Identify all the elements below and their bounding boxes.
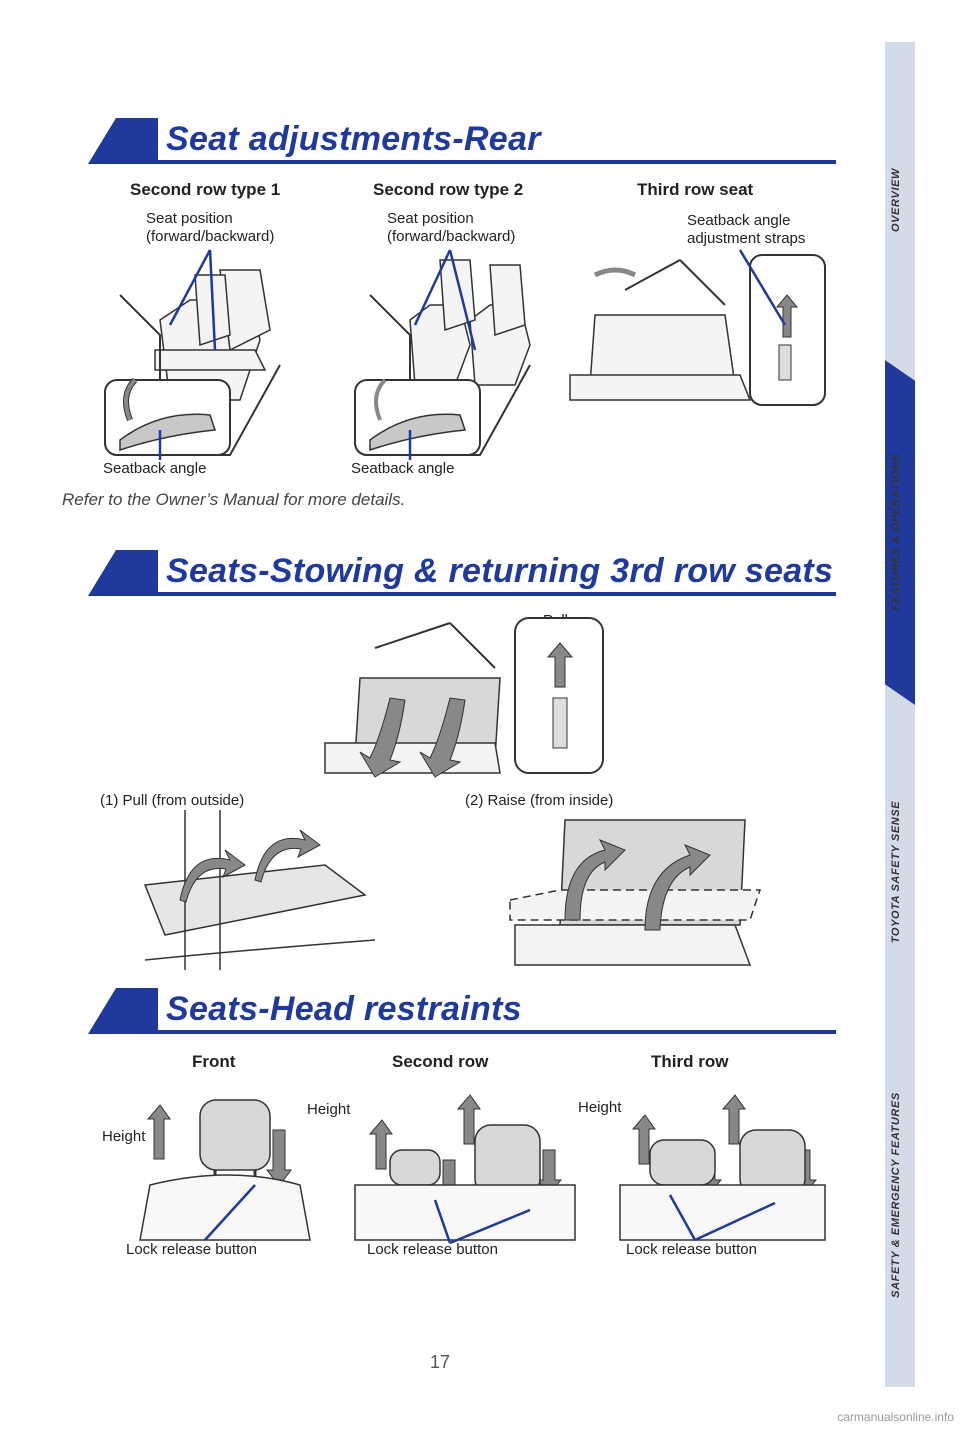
head-restraint-second [354, 1094, 576, 1245]
section-title-head: Seats-Head restraints [88, 988, 836, 1034]
label-third-row-seat: Third row seat [637, 180, 754, 199]
section-title-stowing: Seats-Stowing & returning 3rd row seats [88, 550, 836, 596]
label-second-row-type1: Second row type 1 [130, 180, 281, 199]
head-restraint-third [619, 1094, 826, 1242]
side-nav [885, 42, 915, 1387]
label-front: Front [192, 1052, 236, 1071]
step1-illustration [143, 810, 376, 970]
label-seat-position-1: Seat position (forward/backward) [146, 210, 275, 245]
stowing-illustration [324, 617, 604, 778]
head-restraint-front [139, 1099, 311, 1241]
label-height-front: Height [102, 1128, 146, 1145]
seat-illustration-type1 [104, 249, 281, 460]
side-tab-active [885, 360, 915, 705]
step2-illustration [509, 819, 762, 966]
label-height-third: Height [578, 1099, 622, 1116]
label-seatback-angle-2: Seatback angle [351, 460, 455, 477]
side-tab-features[interactable]: FEATURES & OPERATIONS [890, 453, 902, 611]
label-height-second: Height [307, 1101, 351, 1118]
label-seat-position-2: Seat position (forward/backward) [387, 210, 516, 245]
page-number: 17 [429, 1352, 451, 1372]
seat-illustration-type2 [354, 249, 531, 460]
label-lock-front: Lock release button [126, 1241, 257, 1258]
section-title-rear: Seat adjustments-Rear [88, 118, 836, 164]
side-tab-safety-sense[interactable]: TOYOTA SAFETY SENSE [890, 800, 902, 944]
label-seatback-straps: Seatback angle adjustment straps [687, 212, 806, 247]
side-tab-overview[interactable]: OVERVIEW [890, 167, 902, 233]
side-tab-emergency[interactable]: SAFETY & EMERGENCY FEATURES [890, 1092, 902, 1298]
label-lock-second: Lock release button [367, 1241, 498, 1258]
label-second-row: Second row [392, 1052, 489, 1071]
label-step2: (2) Raise (from inside) [465, 792, 614, 809]
label-third-row: Third row [651, 1052, 729, 1071]
footer-watermark: carmanualsonline.info [837, 1410, 954, 1424]
label-seatback-angle-1: Seatback angle [103, 460, 207, 477]
label-lock-third: Lock release button [626, 1241, 757, 1258]
seat-illustration-third-row [569, 249, 826, 406]
label-second-row-type2: Second row type 2 [373, 180, 524, 199]
note-owners-manual: Refer to the Owner’s Manual for more det… [62, 490, 406, 509]
label-step1: (1) Pull (from outside) [100, 792, 245, 809]
